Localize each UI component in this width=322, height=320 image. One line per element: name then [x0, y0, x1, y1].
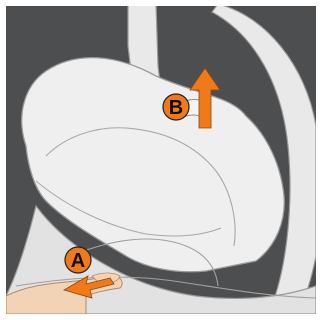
- illustration-panel: B A: [6, 6, 316, 314]
- badge-b-label: B: [169, 97, 183, 119]
- badge-a-label: A: [71, 250, 85, 272]
- car-seat-diagram: B A: [6, 6, 316, 314]
